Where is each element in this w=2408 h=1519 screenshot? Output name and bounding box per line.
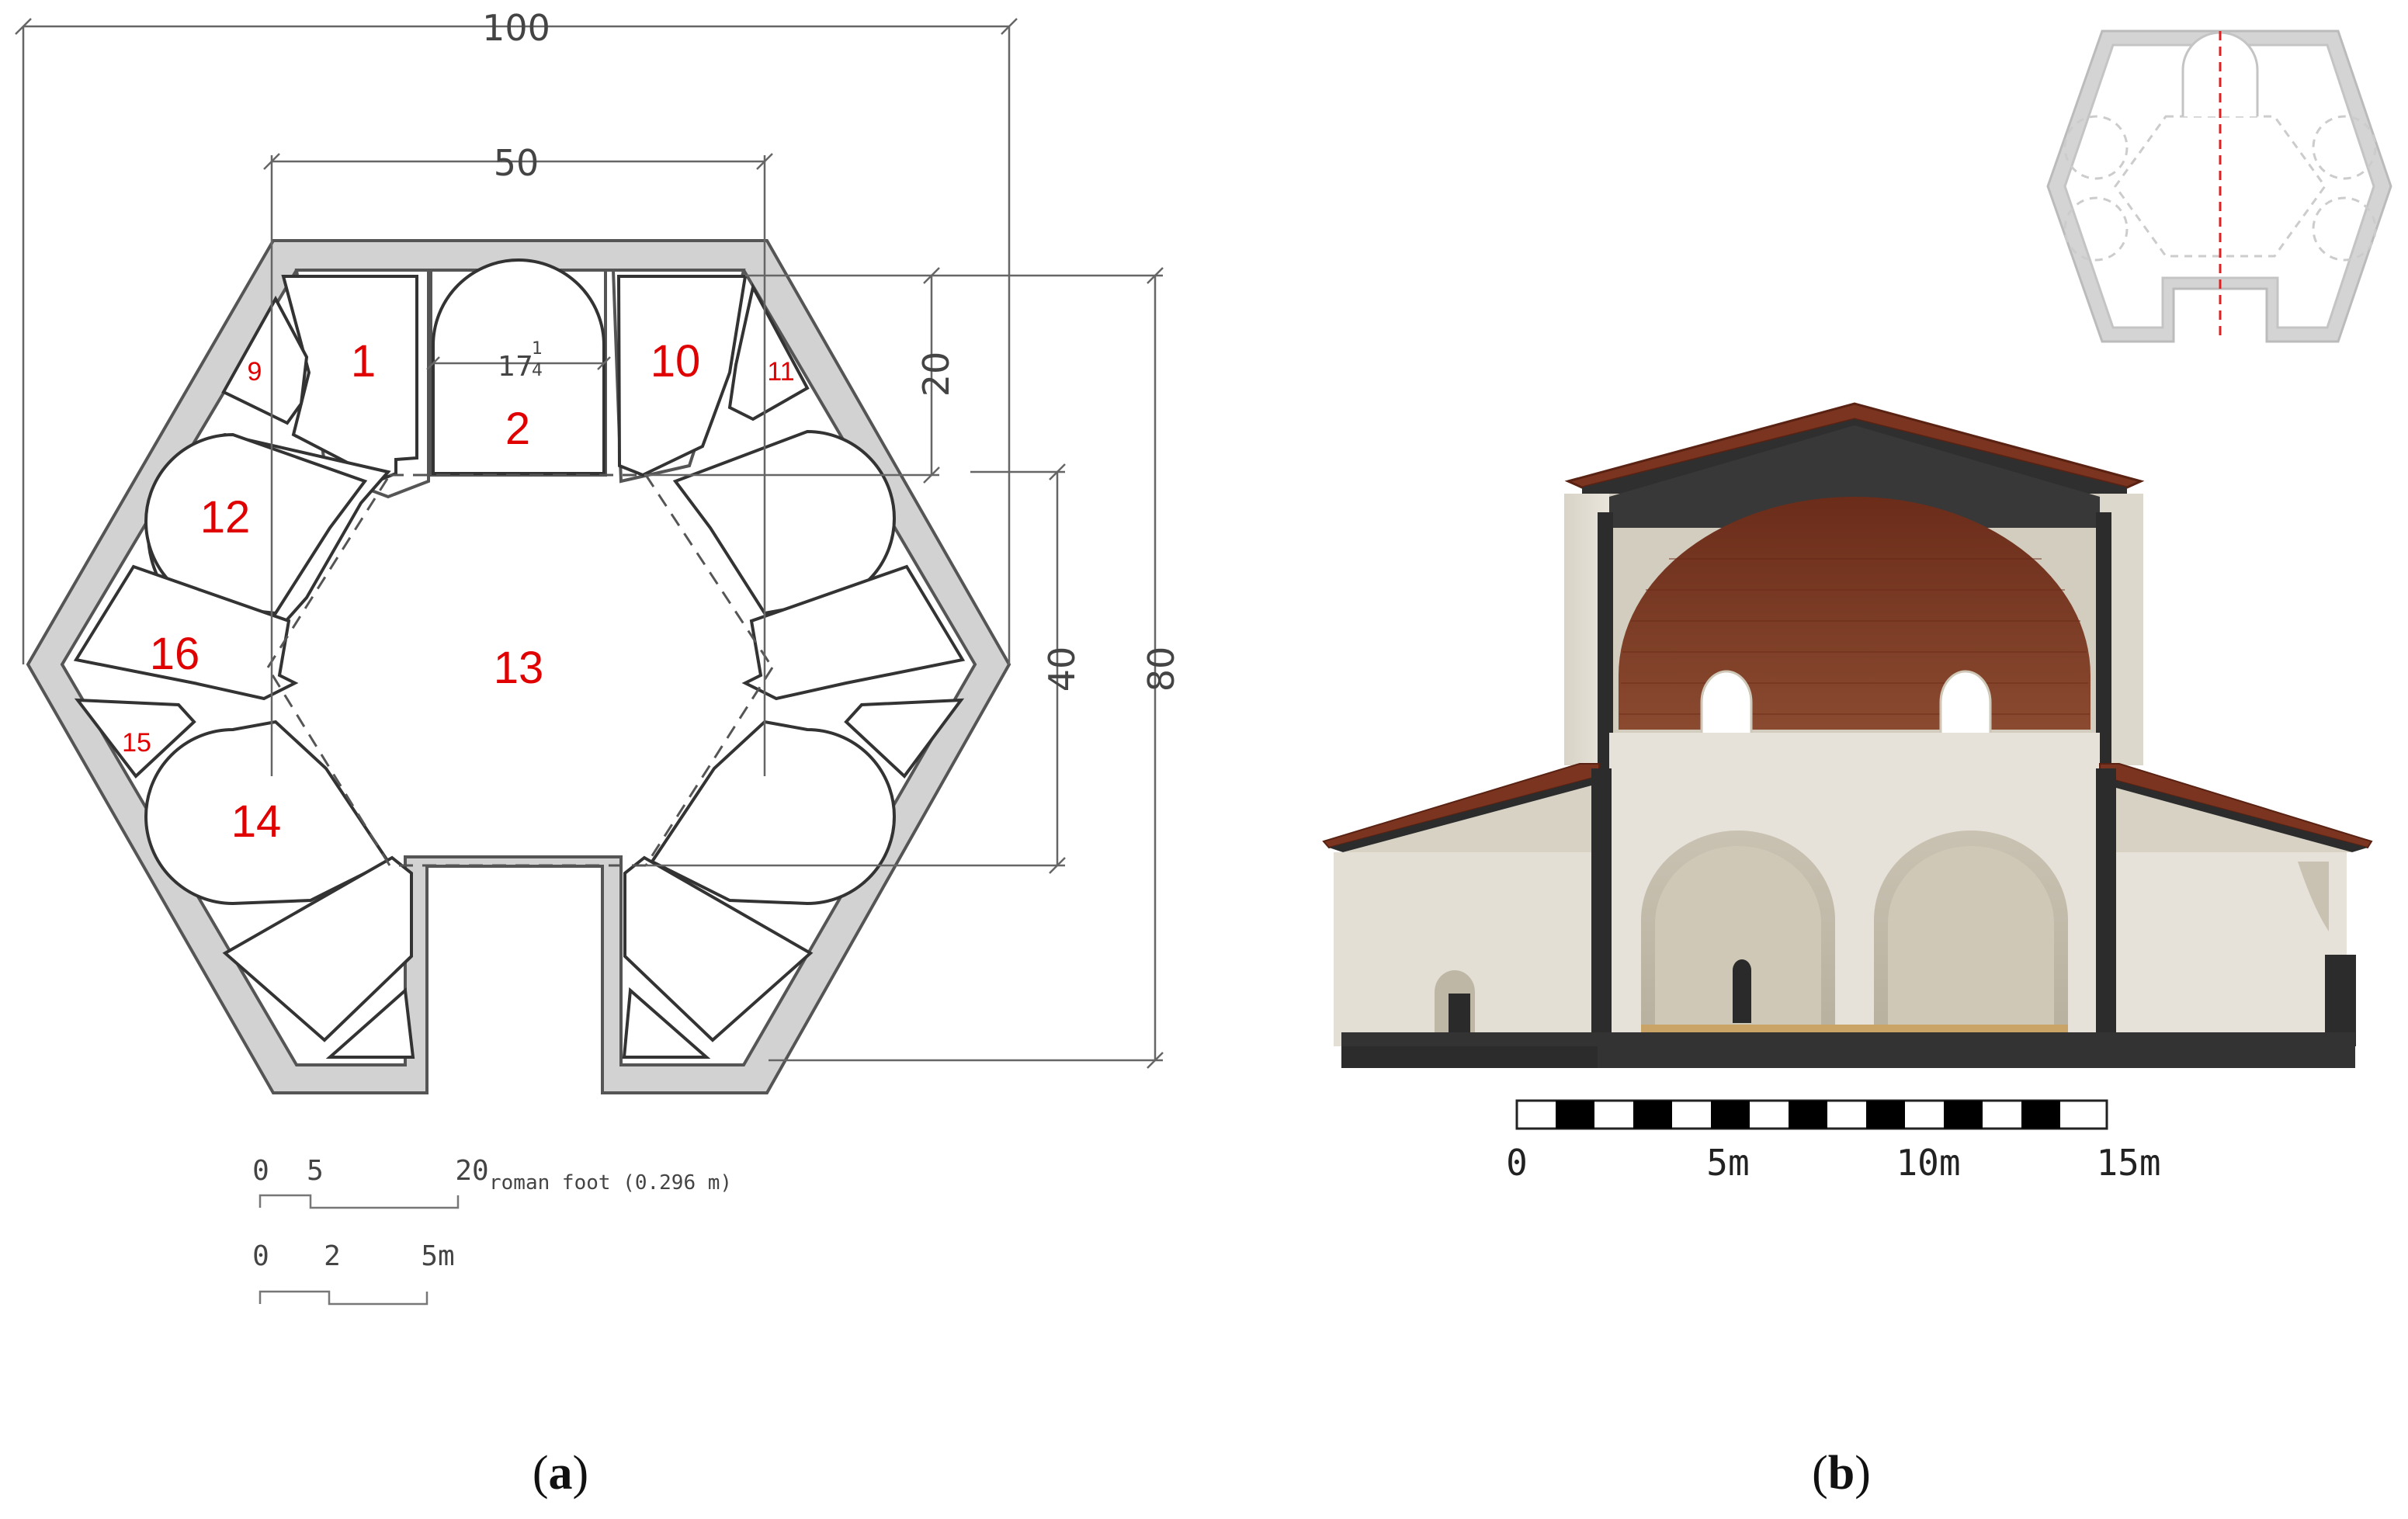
scale-m-2: 2	[324, 1240, 341, 1272]
scale-bar-section: 0 5m 10m 15m	[1506, 1099, 2161, 1184]
dim-depth: 20	[915, 352, 957, 397]
dim-span-num: 1	[532, 339, 543, 359]
dim-span: 17	[498, 351, 533, 383]
room-label-11: 11	[767, 357, 794, 387]
room-label-2: 2	[505, 404, 530, 454]
dim-height: 80	[1140, 647, 1182, 692]
room-label-9: 9	[248, 357, 262, 387]
scale-ft-0: 0	[252, 1155, 269, 1187]
dimension-lines	[15, 18, 1164, 1069]
dim-overall: 100	[482, 7, 550, 49]
scale-ft-20: 20	[455, 1155, 488, 1187]
key-plan	[2046, 29, 2392, 343]
room-10	[616, 275, 748, 477]
right-aisle-wall	[2100, 852, 2347, 1046]
lower-left-room	[222, 855, 413, 1042]
room-label-10: 10	[651, 336, 701, 387]
lower-left-small-room	[325, 987, 415, 1059]
room-label-1: 1	[351, 336, 376, 387]
scale-m-0: 0	[252, 1240, 269, 1272]
room-label-16: 16	[150, 629, 200, 679]
right-middle-room	[741, 564, 966, 701]
room-15	[74, 698, 196, 779]
section-view: 0 5m 10m 15m (b)	[1322, 29, 2392, 1500]
scale-bar-metres: 0 2 5m	[252, 1240, 455, 1306]
central-hexagon-outline	[266, 473, 774, 867]
floor-plan: 100 50 17 1 4 20 40 80 1 2 9 10 11 12 13…	[15, 7, 1182, 1500]
dim-span-den: 4	[532, 361, 543, 380]
right-small-room	[844, 698, 965, 779]
room-label-15: 15	[122, 728, 151, 758]
dim-inner: 50	[494, 142, 540, 184]
room-label-14: 14	[231, 796, 282, 847]
room-16	[73, 564, 299, 701]
lower-right-small-room	[622, 987, 711, 1059]
room-14	[144, 720, 390, 906]
room-label-12: 12	[200, 492, 251, 543]
scale-b-0: 0	[1506, 1142, 1528, 1184]
caption-a: (a)	[533, 1447, 588, 1500]
scale-b-5: 5m	[1706, 1142, 1749, 1184]
scale-bar-roman-foot: 0 5 20 roman foot (0.296 m)	[252, 1155, 732, 1209]
scale-b-10: 10m	[1896, 1142, 1960, 1184]
scale-ft-5: 5	[307, 1155, 324, 1187]
lower-right-room	[623, 855, 814, 1042]
scale-b-15: 15m	[2096, 1142, 2160, 1184]
room-11	[727, 283, 810, 421]
caption-b: (b)	[1812, 1447, 1871, 1500]
room-label-13: 13	[494, 643, 544, 693]
room-9	[221, 295, 309, 425]
dim-center: 40	[1041, 647, 1083, 692]
scale-m-5: 5m	[421, 1240, 454, 1272]
room-2	[432, 258, 605, 475]
outer-wall	[26, 239, 1011, 1094]
scale-ft-unit: roman foot (0.296 m)	[489, 1171, 732, 1195]
right-lower-apse	[650, 720, 896, 906]
